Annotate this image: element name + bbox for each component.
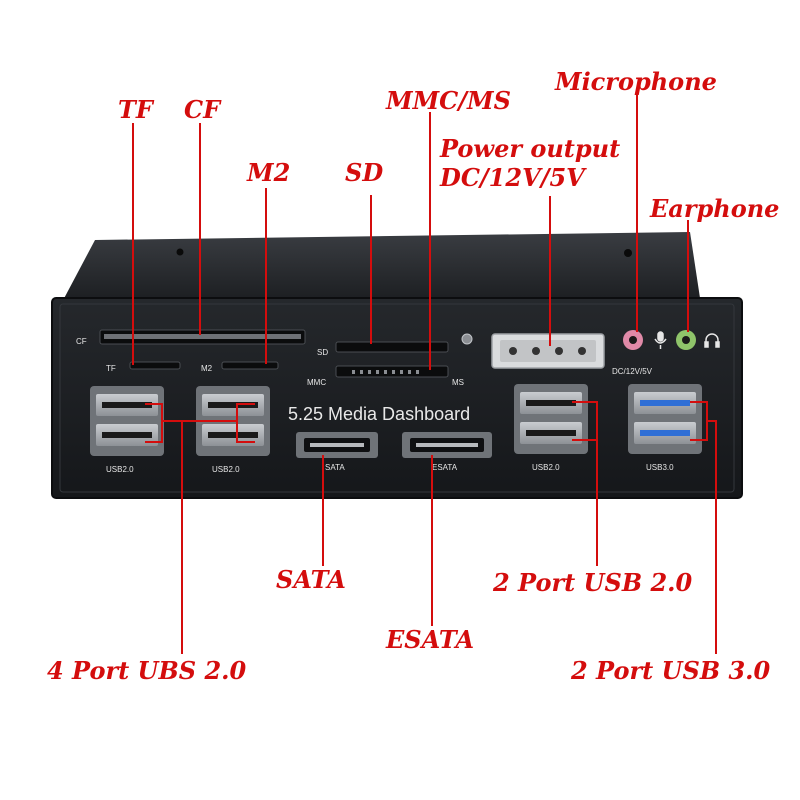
callout-mmc-ms: MMC/MS bbox=[386, 86, 511, 115]
callout-tf: TF bbox=[118, 95, 153, 124]
callout-leader-lines bbox=[132, 94, 717, 654]
callout-m2: M2 bbox=[247, 158, 291, 187]
panel-label-usb2-b: USB2.0 bbox=[212, 465, 240, 474]
panel-label-esata: ESATA bbox=[432, 463, 458, 472]
activity-led bbox=[461, 333, 473, 345]
callout-power-output: Power output bbox=[440, 134, 621, 163]
panel-label-dc: DC/12V/5V bbox=[612, 367, 653, 376]
callout-cf: CF bbox=[184, 95, 221, 124]
callout-microphone: Microphone bbox=[555, 67, 717, 96]
m2-slot bbox=[221, 361, 279, 370]
panel-title: 5.25 Media Dashboard bbox=[288, 404, 470, 424]
tf-slot bbox=[129, 361, 181, 370]
sd-slot bbox=[335, 341, 449, 353]
callout-sata: SATA bbox=[276, 565, 346, 594]
callout-usb20-4port: 4 Port UBS 2.0 bbox=[47, 656, 247, 685]
panel-label-mmc: MMC bbox=[307, 378, 326, 387]
chassis-top bbox=[60, 232, 700, 306]
headphone-icon bbox=[704, 333, 720, 348]
callout-power-output-voltage: DC/12V/5V bbox=[440, 163, 585, 192]
panel-label-sata: SATA bbox=[325, 463, 345, 472]
callout-esata: ESATA bbox=[386, 625, 475, 654]
usb3-port-group bbox=[628, 384, 702, 454]
panel-label-sd: SD bbox=[317, 348, 328, 357]
panel-label-usb2-c: USB2.0 bbox=[532, 463, 560, 472]
panel-label-tf: TF bbox=[106, 364, 116, 373]
usb2-port-group-a bbox=[90, 386, 164, 456]
panel-label-usb3: USB3.0 bbox=[646, 463, 674, 472]
callout-usb30-2port: 2 Port USB 3.0 bbox=[571, 656, 771, 685]
chassis-screw-hole bbox=[624, 249, 632, 257]
microphone-icon bbox=[654, 331, 667, 349]
chassis-screw-hole bbox=[176, 248, 184, 256]
panel-label-usb2-a: USB2.0 bbox=[106, 465, 134, 474]
panel-label-ms: MS bbox=[452, 378, 464, 387]
panel-label-m2: M2 bbox=[201, 364, 213, 373]
usb2-port-group-c bbox=[514, 384, 588, 454]
callout-earphone: Earphone bbox=[650, 194, 780, 223]
callout-sd: SD bbox=[345, 158, 384, 187]
panel-label-cf: CF bbox=[76, 337, 87, 346]
front-panel-bezel bbox=[59, 303, 735, 493]
callout-usb20-2port: 2 Port USB 2.0 bbox=[493, 568, 693, 597]
